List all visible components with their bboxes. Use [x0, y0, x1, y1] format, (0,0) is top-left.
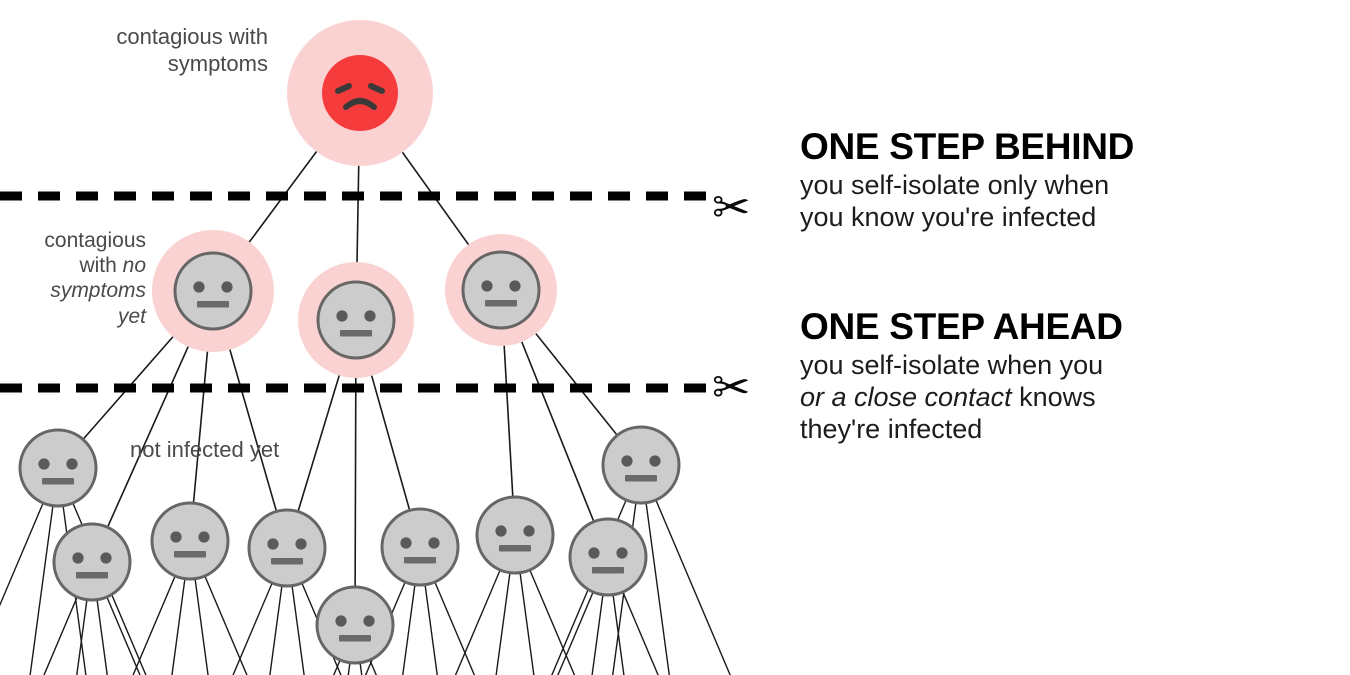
mouth-flat	[174, 551, 206, 558]
scissors-icon: ✂	[712, 180, 751, 234]
face-circle	[461, 250, 541, 330]
label-no-symptoms-plain2: with	[79, 254, 123, 278]
eye-left	[170, 531, 182, 543]
block-behind-text: ONE STEP BEHIND you self-isolate only wh…	[800, 126, 1280, 234]
leaf-line	[57, 467, 87, 675]
face-circle	[475, 495, 555, 575]
eye-left	[336, 310, 348, 322]
label-no-symptoms-plain1: contagious	[44, 229, 146, 252]
mouth-flat	[197, 301, 229, 308]
eye-left	[267, 538, 279, 550]
leaf-line	[612, 464, 642, 675]
mouth-flat	[592, 567, 624, 574]
face-circle	[316, 280, 396, 360]
face-circle	[173, 251, 253, 331]
node-layer	[18, 20, 681, 665]
eye-right	[428, 537, 440, 549]
eye-right	[363, 615, 375, 627]
eye-left	[481, 280, 493, 292]
node-n0-infected-symptomatic	[287, 20, 433, 166]
node-n4-not-infected	[18, 428, 98, 508]
node-n7-not-infected	[247, 508, 327, 588]
face-circle	[315, 585, 395, 665]
eye-right	[649, 455, 661, 467]
cut-line-layer	[0, 191, 712, 393]
mouth-flat	[485, 300, 517, 307]
node-n6-not-infected	[150, 501, 230, 581]
mouth-flat	[339, 635, 371, 642]
body-behind-line1: you self-isolate only when	[800, 169, 1110, 200]
mouth-flat	[42, 478, 74, 485]
node-n8-not-infected	[315, 585, 395, 665]
face-circle	[18, 428, 98, 508]
eye-right	[66, 458, 78, 470]
eye-right	[368, 83, 385, 94]
eye-left	[495, 525, 507, 537]
face-circle	[601, 425, 681, 505]
node-n11-not-infected	[568, 517, 648, 597]
mouth-flat	[404, 557, 436, 564]
eye-right	[523, 525, 535, 537]
leaf-line	[29, 467, 59, 675]
face-circle	[247, 508, 327, 588]
eye-left	[38, 458, 50, 470]
leaf-line	[0, 467, 59, 607]
face-circle	[150, 501, 230, 581]
mouth-flat	[625, 475, 657, 482]
body-ahead-italic: or a close contact	[800, 381, 1012, 412]
scissors-icon: ✂	[712, 360, 751, 414]
node-n2-infected-presymptomatic	[298, 262, 414, 378]
body-one-step-behind: you self-isolate only when you know you'…	[800, 170, 1280, 234]
eye-right	[364, 310, 376, 322]
body-ahead-line2-rest: knows	[1011, 381, 1096, 412]
body-ahead-line3: they're infected	[800, 413, 983, 444]
node-n1-infected-presymptomatic	[152, 230, 274, 352]
face-circle	[568, 517, 648, 597]
eye-right	[616, 547, 628, 559]
explanation-panel: ✂ ONE STEP BEHIND you self-isolate only …	[712, 0, 1350, 675]
body-ahead-line1: you self-isolate when you	[800, 349, 1104, 380]
body-one-step-ahead: you self-isolate when you or a close con…	[800, 350, 1280, 446]
eye-left	[588, 547, 600, 559]
eye-right	[100, 552, 112, 564]
label-not-infected-yet: not infected yet	[130, 437, 280, 462]
leaf-line	[551, 464, 642, 675]
mouth-flat	[340, 330, 372, 337]
leaf-line	[640, 464, 731, 675]
face-circle	[322, 55, 398, 131]
eye-right	[198, 531, 210, 543]
node-n10-not-infected	[475, 495, 555, 575]
block-ahead-text: ONE STEP AHEAD you self-isolate when you…	[800, 306, 1280, 446]
node-n9-not-infected	[380, 507, 460, 587]
leaf-line	[640, 464, 670, 675]
mouth-frown	[343, 98, 377, 110]
headline-one-step-ahead: ONE STEP AHEAD	[800, 306, 1123, 347]
eye-right	[509, 280, 521, 292]
headline-one-step-behind: ONE STEP BEHIND	[800, 126, 1135, 167]
eye-left	[72, 552, 84, 564]
node-n5-not-infected	[52, 522, 132, 602]
face-circle	[52, 522, 132, 602]
node-n3-infected-presymptomatic	[445, 234, 557, 346]
mouth-flat	[76, 572, 108, 579]
eye-right	[221, 281, 233, 293]
body-behind-line2: you know you're infected	[800, 201, 1097, 232]
eye-left	[193, 281, 205, 293]
node-n12-not-infected	[601, 425, 681, 505]
mouth-flat	[271, 558, 303, 565]
eye-right	[295, 538, 307, 550]
mouth-flat	[499, 545, 531, 552]
eye-left	[400, 537, 412, 549]
eye-left	[621, 455, 633, 467]
face-circle	[380, 507, 460, 587]
eye-left	[335, 615, 347, 627]
eye-left	[335, 83, 352, 94]
